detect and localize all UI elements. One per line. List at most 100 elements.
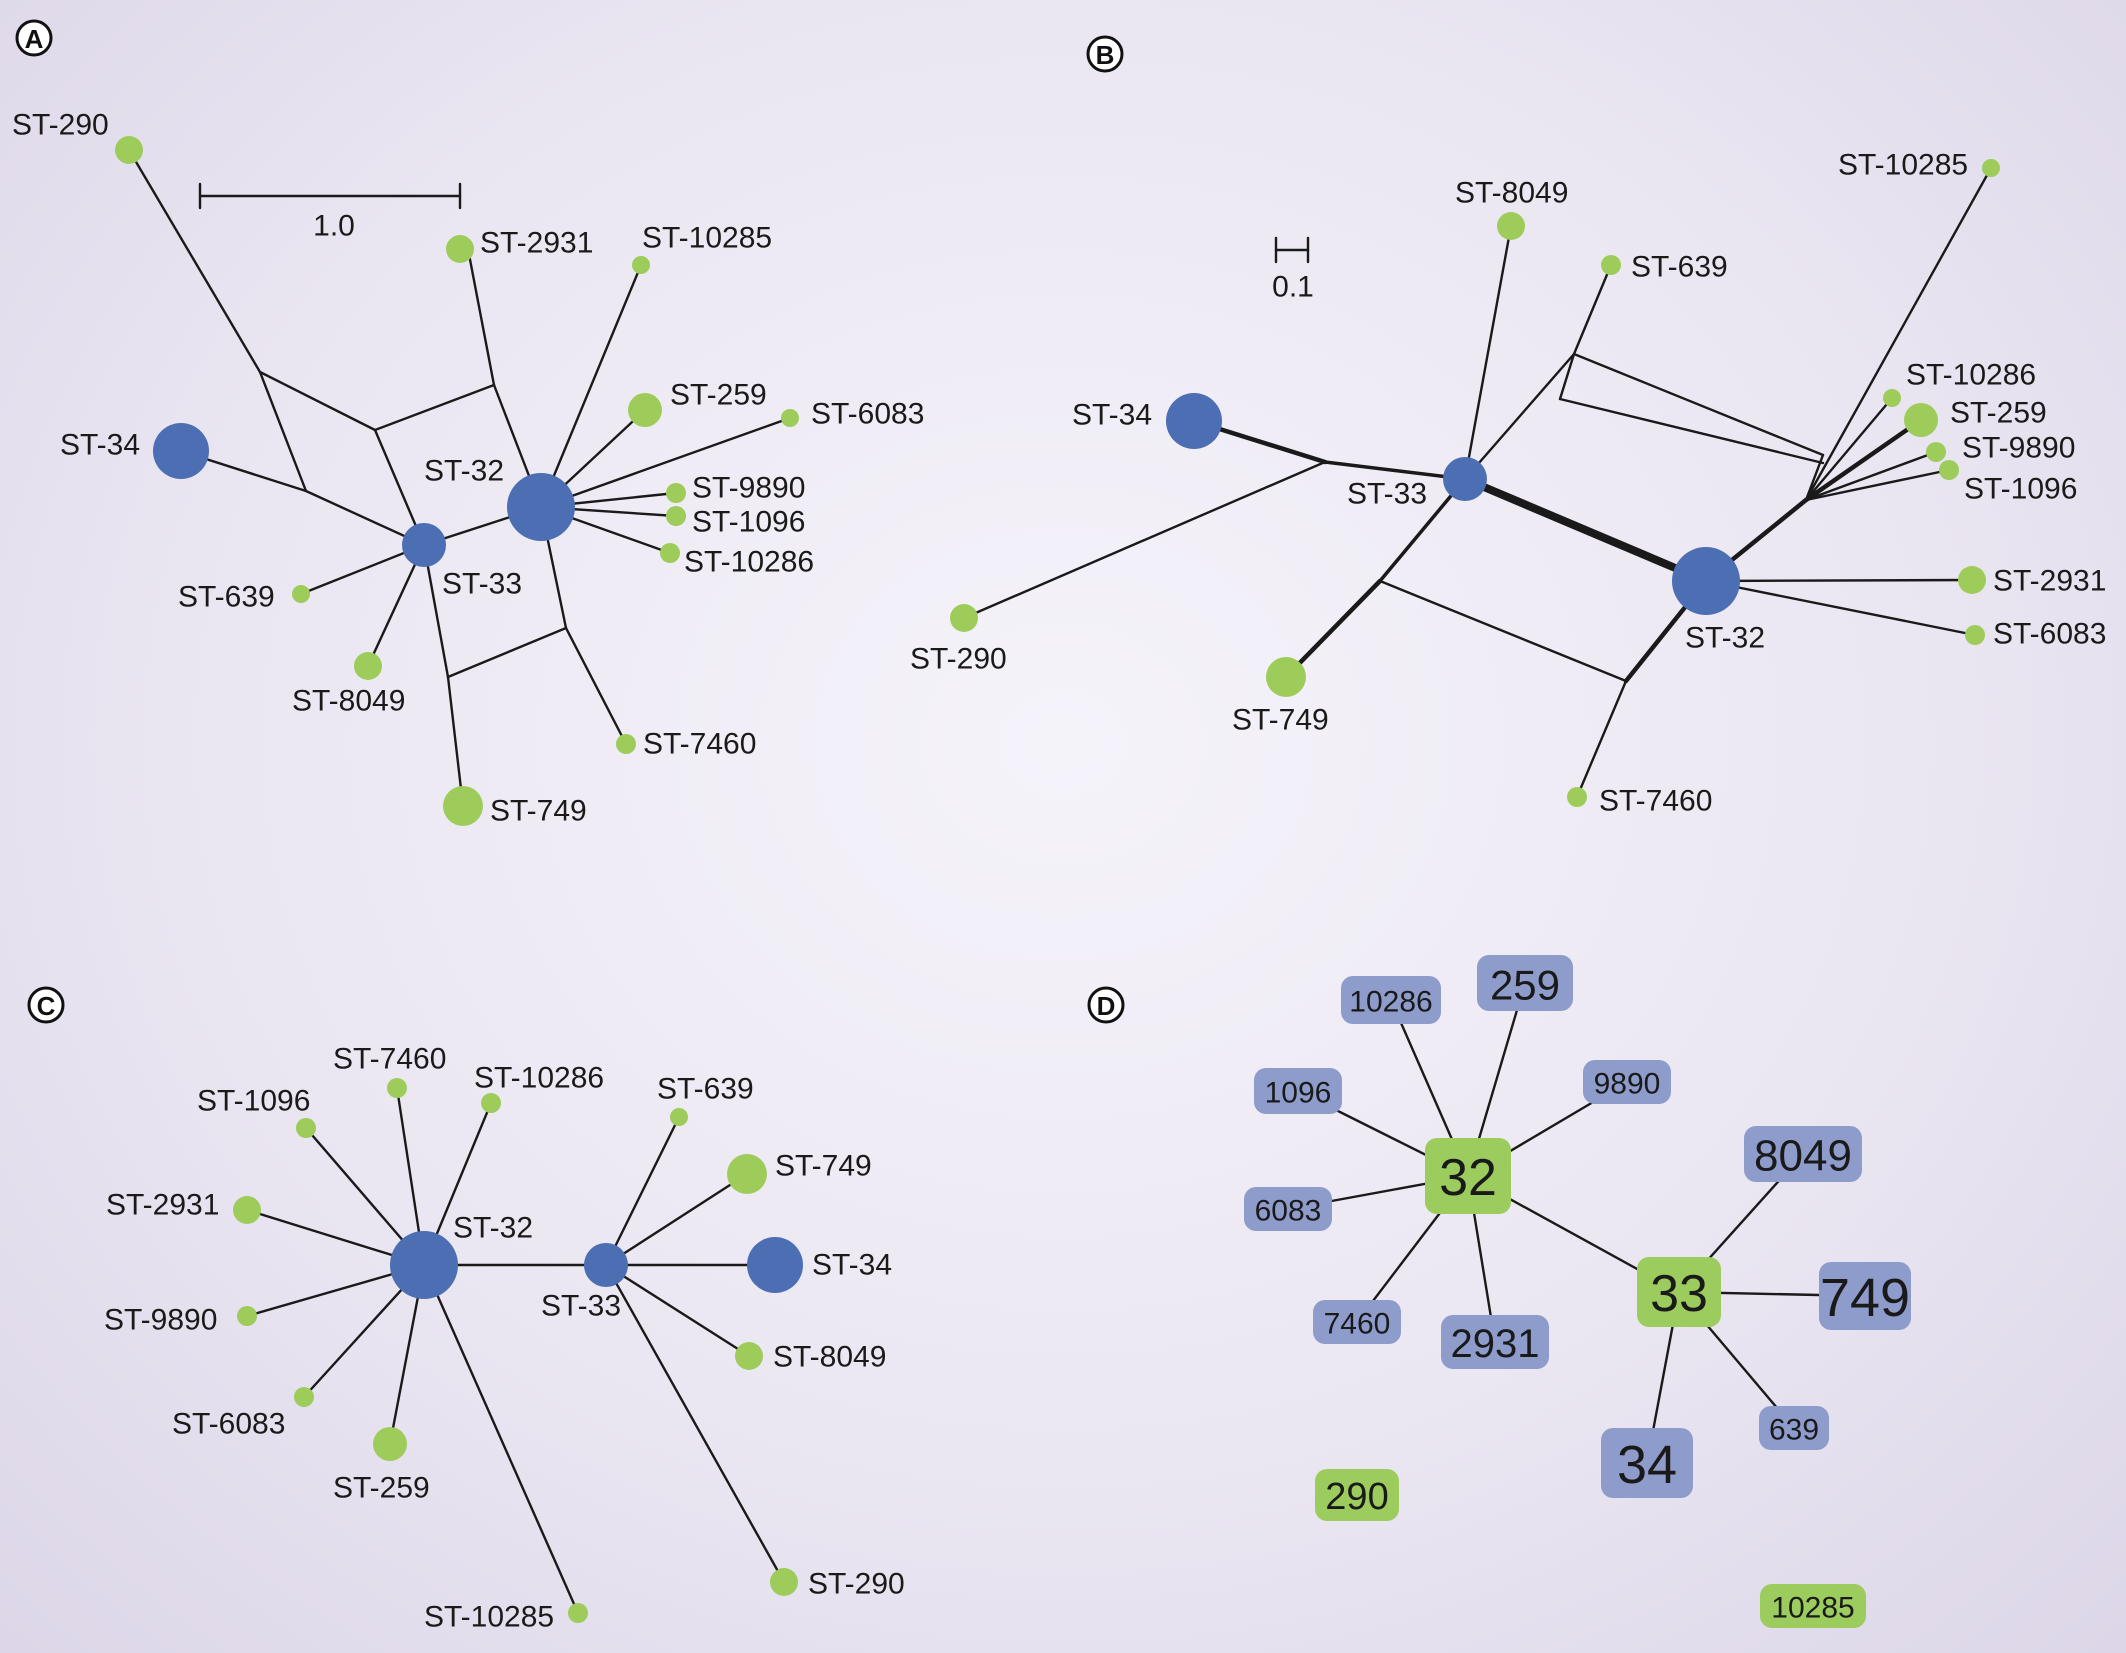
- panel-b: B0.1ST-8049ST-639ST-10285ST-34ST-33ST-10…: [910, 35, 2106, 818]
- node-st-6083: [294, 1387, 314, 1407]
- edge: [1572, 263, 1613, 356]
- node-label-st-6083: ST-6083: [811, 398, 924, 431]
- panel-letter-c: C: [37, 991, 56, 1021]
- node-st-10286: [1883, 389, 1901, 407]
- node-st-10285: [632, 256, 650, 274]
- edge: [1463, 224, 1513, 481]
- node-box-label-749: 749: [1820, 1268, 1910, 1328]
- edge: [446, 626, 568, 679]
- node-st-8049: [354, 652, 382, 680]
- node-label-st-9890: ST-9890: [1962, 432, 2075, 465]
- node-label-st-6083: ST-6083: [1993, 618, 2106, 651]
- edge: [1804, 468, 1951, 502]
- node-st-259: [1904, 403, 1938, 437]
- panel-letter-d: D: [1097, 991, 1116, 1021]
- edge: [1804, 166, 1993, 502]
- node-st-639: [1601, 255, 1621, 275]
- node-box-label-32: 32: [1439, 1149, 1497, 1207]
- node-box-label-259: 259: [1490, 962, 1560, 1009]
- node-label-st-7460: ST-7460: [1599, 785, 1712, 818]
- panel-letter-badge: [1087, 986, 1125, 1024]
- node-st-32: [390, 1231, 458, 1299]
- node-box-label-33: 33: [1650, 1265, 1708, 1323]
- edge: [604, 1115, 681, 1267]
- node-label-st-34: ST-34: [1072, 399, 1152, 432]
- edge: [1463, 352, 1576, 481]
- node-st-1096: [666, 506, 686, 526]
- edge: [1804, 396, 1894, 502]
- node-label-st-8049: ST-8049: [292, 685, 405, 718]
- edge: [258, 370, 308, 493]
- node-label-st-2931: ST-2931: [106, 1189, 219, 1222]
- edge: [1378, 477, 1467, 583]
- node-label-st-749: ST-749: [490, 795, 587, 828]
- node-label-st-2931: ST-2931: [1993, 565, 2106, 598]
- node-box-label-34: 34: [1617, 1435, 1677, 1495]
- edge: [466, 247, 496, 387]
- node-box-34: [1601, 1428, 1693, 1498]
- node-label-st-32: ST-32: [453, 1212, 533, 1245]
- node-st-290: [115, 136, 143, 164]
- node-st-9890: [666, 483, 686, 503]
- node-box-label-10286: 10286: [1349, 986, 1432, 1019]
- node-label-st-749: ST-749: [1232, 704, 1329, 737]
- node-st-33: [584, 1243, 628, 1287]
- node-st-8049: [1497, 212, 1525, 240]
- node-box-label-639: 639: [1769, 1414, 1819, 1447]
- node-box-label-8049: 8049: [1754, 1132, 1852, 1181]
- panel-letter-badge: [27, 986, 65, 1024]
- node-st-290: [770, 1568, 798, 1596]
- node-st-1096: [296, 1118, 316, 1138]
- node-box-10285: [1760, 1584, 1866, 1628]
- node-st-8049: [735, 1342, 763, 1370]
- node-box-label-9890: 9890: [1594, 1068, 1661, 1101]
- edge: [1323, 460, 1467, 481]
- node-label-st-1096: ST-1096: [692, 506, 805, 539]
- node-box-32: [1425, 1138, 1511, 1214]
- node-st-639: [670, 1108, 688, 1126]
- node-box-label-1096: 1096: [1265, 1077, 1332, 1110]
- node-box-6083: [1244, 1187, 1332, 1231]
- node-st-749: [727, 1154, 767, 1194]
- panel-letter-b: B: [1096, 40, 1115, 70]
- node-label-st-1096: ST-1096: [197, 1085, 310, 1118]
- node-st-7460: [616, 734, 636, 754]
- node-label-st-290: ST-290: [808, 1568, 905, 1601]
- edge: [1575, 679, 1628, 799]
- edge: [422, 543, 450, 679]
- edge: [422, 1263, 580, 1615]
- node-label-st-9890: ST-9890: [104, 1304, 217, 1337]
- node-label-st-32: ST-32: [1685, 622, 1765, 655]
- edge: [1803, 417, 1924, 503]
- edge: [1704, 579, 1977, 637]
- node-label-st-290: ST-290: [12, 109, 109, 142]
- edge: [604, 1172, 749, 1267]
- node-st-32: [507, 473, 575, 541]
- node-box-33: [1637, 1257, 1721, 1327]
- node-st-6083: [1965, 625, 1985, 645]
- edge: [1378, 579, 1628, 683]
- edge: [539, 416, 792, 509]
- panel-letter-a: A: [25, 24, 44, 54]
- node-st-34: [153, 423, 209, 479]
- edge: [366, 543, 426, 668]
- node-label-st-259: ST-259: [670, 379, 767, 412]
- node-label-st-33: ST-33: [442, 568, 522, 601]
- edge: [604, 1263, 751, 1358]
- node-label-st-639: ST-639: [178, 581, 275, 614]
- node-st-33: [402, 523, 446, 567]
- node-box-label-290: 290: [1325, 1476, 1388, 1518]
- node-st-10285: [568, 1603, 588, 1623]
- node-box-7460: [1313, 1300, 1401, 1344]
- node-label-st-32: ST-32: [424, 455, 504, 488]
- node-box-8049: [1744, 1126, 1862, 1182]
- panel-letter-badge: [1086, 35, 1124, 73]
- node-st-34: [1166, 393, 1222, 449]
- node-box-639: [1759, 1406, 1829, 1450]
- edge: [373, 383, 496, 432]
- node-st-33: [1443, 457, 1487, 501]
- node-label-st-10286: ST-10286: [684, 546, 814, 579]
